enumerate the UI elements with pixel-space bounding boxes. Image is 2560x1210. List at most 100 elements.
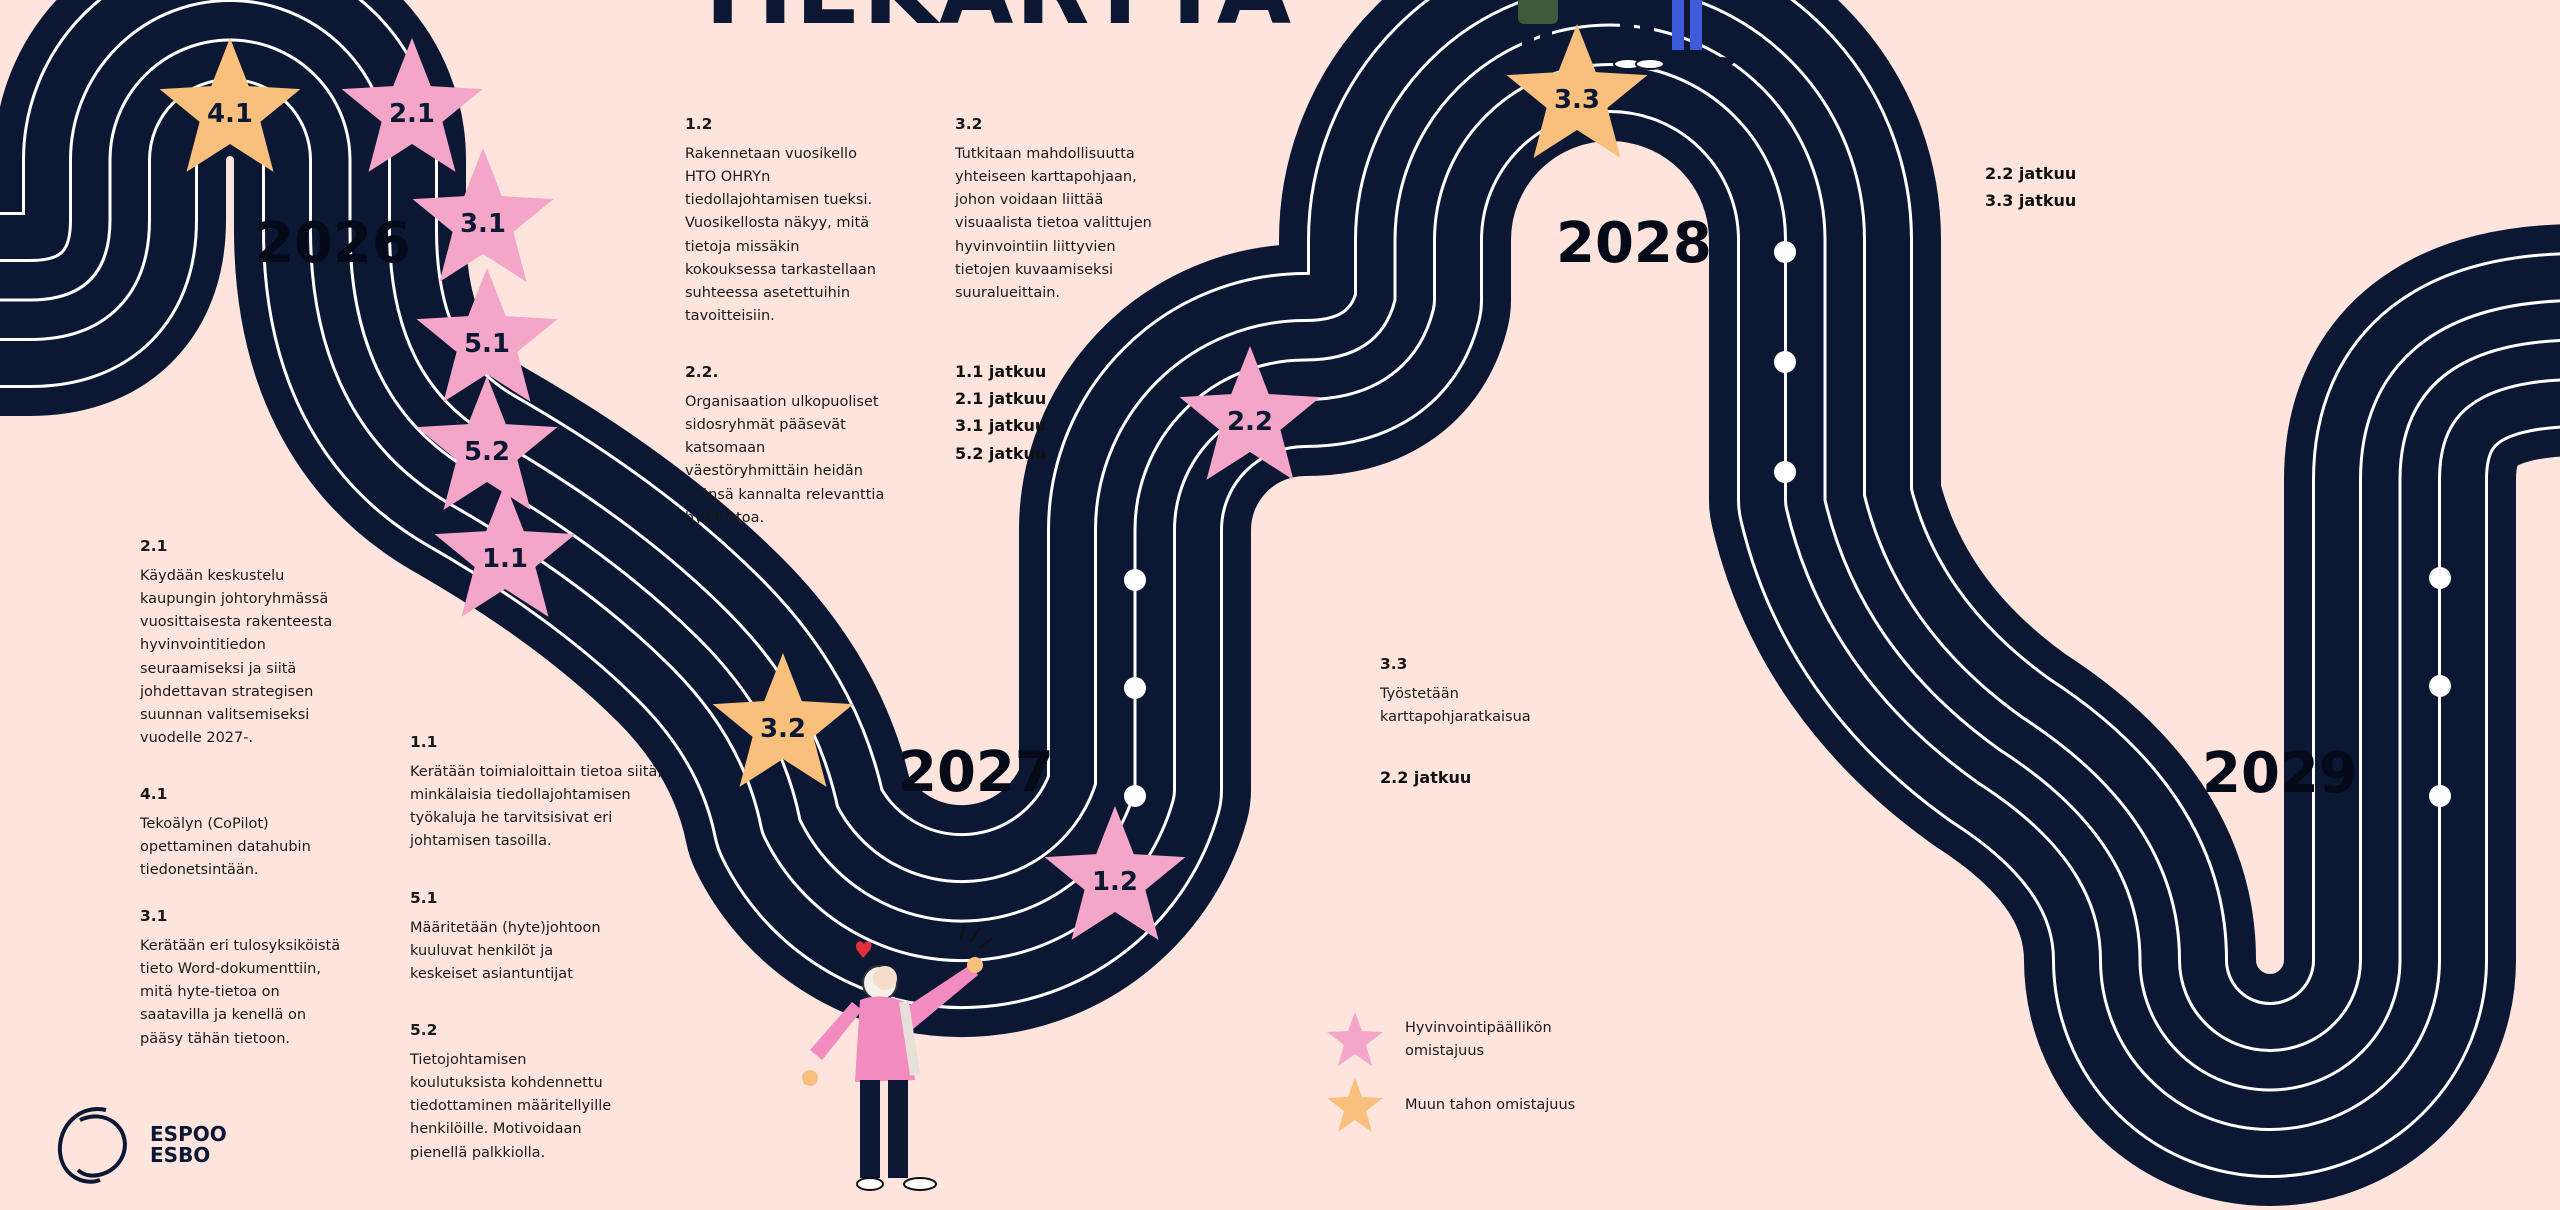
note-4-1: 4.1 Tekoälyn (CoPilot) opettaminen datah…: [140, 782, 311, 882]
star-icon: [1506, 24, 1648, 158]
note-line: Organisaation ulkopuoliset: [685, 393, 879, 410]
note-line: työkaluja he tarvitsisivat eri: [410, 810, 613, 827]
star-label: 1.1: [482, 544, 528, 574]
note-line: Määritetään (hyte)johtoon: [410, 919, 601, 936]
star-label: 4.1: [207, 99, 253, 129]
milestone-star-5-2: 5.2: [416, 376, 558, 510]
year-label-2027: 2027: [898, 740, 1054, 805]
note-heading: 4.1: [140, 785, 168, 803]
continues-item: 2.1 jatkuu: [955, 389, 1047, 409]
walking-people-illustration: [1518, 0, 1734, 70]
milestone-star-2-1: 2.1: [341, 38, 483, 172]
note-line: vuosittaisesta rakenteesta: [140, 614, 333, 631]
continues-item-2028: 2.2 jatkuu: [1380, 768, 1472, 787]
year-label-2026: 2026: [255, 211, 411, 276]
note-line: katsomaan: [685, 440, 766, 457]
note-heading: 3.3: [1380, 655, 1408, 673]
legend-item-other: Muun tahon omistajuus: [1325, 1076, 1615, 1136]
legend-label: Muun tahon omistajuus: [1405, 1097, 1576, 1114]
continues-item: 3.1 jatkuu: [955, 416, 1047, 436]
note-heading: 5.2: [410, 1021, 438, 1039]
note-line: minkälaisia tiedollajohtamisen: [410, 786, 631, 803]
note-heading: 5.1: [410, 889, 438, 907]
note-2-1: 2.1 Käydään keskustelu kaupungin johtory…: [140, 534, 332, 750]
year-label-2029: 2029: [2202, 741, 2358, 806]
note-line: tietoja missäkin: [685, 238, 800, 255]
note-line: Tietojohtamisen: [410, 1051, 527, 1068]
logo-text-line: ESBO: [150, 1143, 211, 1167]
note-line: Kerätään toimialoittain tietoa siitä,: [410, 763, 662, 780]
milestone-star-1-2: 1.2: [1044, 806, 1186, 940]
orange-star-icon: [1327, 1078, 1383, 1132]
star-icon: [341, 38, 483, 172]
note-3-3: 3.3 Työstetään karttapohjaratkaisua: [1380, 652, 1531, 729]
star-label: 3.3: [1554, 85, 1600, 115]
espoo-logo: ESPOO ESBO: [50, 1100, 227, 1190]
continues-item: 1.1 jatkuu: [955, 362, 1047, 381]
note-line: tiedonetsintään.: [140, 862, 259, 879]
note-3-1: 3.1 Kerätään eri tulosyksiköistä tieto W…: [140, 904, 340, 1051]
note-line: keskeiset asiantuntijat: [410, 966, 573, 983]
star-label: 2.1: [389, 99, 435, 129]
star-icon: [416, 376, 558, 510]
note-line: opettaminen datahubin: [140, 838, 311, 855]
star-label: 1.2: [1092, 867, 1138, 897]
star-icon: [416, 268, 558, 402]
note-heading: 1.2: [685, 115, 713, 133]
note-line: Kerätään eri tulosyksiköistä: [140, 937, 341, 954]
pink-star-icon: [1327, 1012, 1383, 1066]
people-illustrations: [802, 0, 1734, 1191]
note-line: henkilöille. Motivoidaan: [410, 1121, 582, 1138]
milestone-star-3-2: 3.2: [712, 653, 854, 787]
note-line: Vuosikellosta näkyy, mitä: [685, 215, 870, 232]
road-surface-inner: [0, 0, 2560, 1128]
road-waypoint-dot: [2429, 567, 2451, 589]
note-line: tiedottaminen määritellyille: [410, 1098, 612, 1115]
road-waypoint-dot: [2429, 785, 2451, 807]
road-waypoint-dot: [1774, 461, 1796, 483]
star-icon: [434, 483, 576, 617]
legend-label: Hyvinvointipäällikön omistajuus: [1405, 1019, 1552, 1059]
star-label: 2.2: [1227, 407, 1273, 437]
note-line: karttapohjaratkaisua: [1380, 708, 1531, 725]
note-line: hyvinvointiin liittyvien: [955, 238, 1116, 255]
espoo-logo-mark-icon: [57, 1107, 127, 1184]
road-waypoint-dot: [2429, 675, 2451, 697]
note-2-2: 2.2. Organisaation ulkopuoliset sidosryh…: [685, 360, 884, 530]
milestone-star-1-1: 1.1: [434, 483, 576, 617]
star-icon: [159, 38, 301, 172]
note-line: hyvinvointitiedon: [140, 637, 266, 654]
star-label: 5.1: [464, 329, 510, 359]
milestone-star-4-1: 4.1: [159, 38, 301, 172]
note-heading: 2.1: [140, 537, 168, 555]
note-line: HTO OHRYn: [685, 168, 771, 185]
note-line: Työstetään: [1380, 685, 1459, 702]
note-line: pääsy tähän tietoon.: [140, 1030, 291, 1047]
note-line: saatavilla ja kenellä on: [140, 1007, 307, 1024]
road-waypoint-dot: [1124, 677, 1146, 699]
note-line: tiedollajohtamisen tueksi.: [685, 192, 873, 209]
note-line: johtamisen tasoilla.: [410, 833, 552, 850]
note-heading: 3.2: [955, 115, 983, 133]
note-line: kaupungin johtoryhmässä: [140, 590, 329, 607]
note-line: tietojen kuvaamiseksi: [955, 261, 1114, 278]
star-icon: [1179, 346, 1321, 480]
star-icon: [1044, 806, 1186, 940]
note-line: kuuluvat henkilöt ja: [410, 942, 554, 959]
note-line: johdettavan strategisen: [140, 683, 314, 700]
note-line: johon voidaan liittää: [955, 192, 1104, 209]
road-waypoint-dot: [1774, 351, 1796, 373]
note-line: hytetietoa.: [685, 509, 765, 526]
note-5-1: 5.1 Määritetään (hyte)johtoon kuuluvat h…: [410, 886, 601, 986]
milestone-star-3-3: 3.3: [1506, 24, 1648, 158]
note-line: Tekoälyn (CoPilot): [140, 815, 269, 832]
note-line: mitä hyte-tietoa on: [140, 984, 280, 1001]
milestone-star-5-1: 5.1: [416, 268, 558, 402]
note-line: seuraamiseksi ja siitä: [140, 660, 297, 677]
note-3-2: 3.2 Tutkitaan mahdollisuutta yhteiseen k…: [955, 112, 1152, 305]
cheering-person-illustration: [802, 924, 993, 1191]
note-line: pienellä palkkiolla.: [410, 1144, 546, 1161]
note-line: suunnan valitsemiseksi: [140, 706, 310, 723]
